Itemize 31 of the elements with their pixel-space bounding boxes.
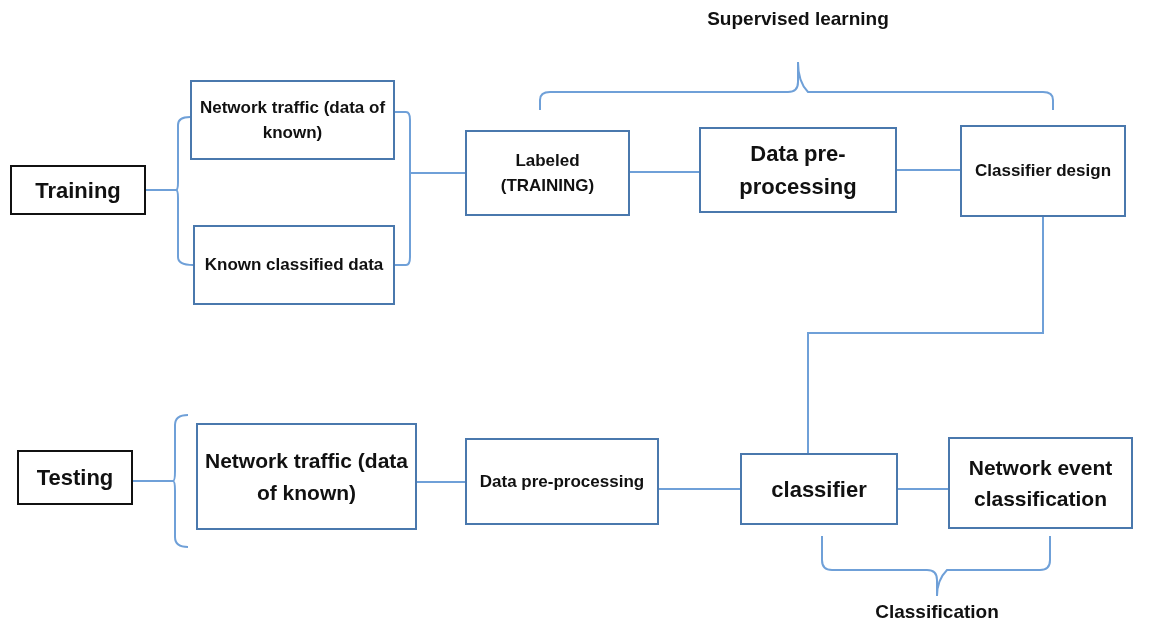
process-box bbox=[465, 438, 659, 525]
box-label: Training bbox=[35, 176, 121, 205]
connector-line bbox=[807, 216, 1044, 454]
process-box bbox=[740, 453, 898, 525]
box-label: Data pre-processing bbox=[479, 470, 645, 493]
box-label: Network event classification bbox=[967, 454, 1114, 512]
connector-line bbox=[658, 488, 741, 490]
process-box bbox=[196, 423, 417, 530]
process-box bbox=[193, 225, 395, 305]
box-label: Labeled (TRAINING) bbox=[499, 149, 596, 197]
process-box bbox=[699, 127, 897, 213]
bracket-label: Classification bbox=[875, 601, 999, 623]
connector-line bbox=[416, 481, 466, 483]
process-box bbox=[17, 450, 133, 505]
box-label: Testing bbox=[36, 464, 114, 492]
bracket-label: Supervised learning bbox=[707, 8, 889, 30]
connector-line bbox=[897, 488, 949, 490]
box-label: Data pre-processing bbox=[738, 140, 858, 201]
process-box bbox=[960, 125, 1126, 217]
box-label: Known classified data bbox=[204, 254, 384, 277]
box-label: Network traffic (data of known) bbox=[204, 448, 409, 506]
process-box bbox=[10, 165, 146, 215]
box-label: Network traffic (data of known) bbox=[198, 96, 387, 144]
process-box bbox=[190, 80, 395, 160]
box-label: Classifier design bbox=[974, 160, 1112, 183]
connector-line bbox=[896, 169, 961, 171]
connector-line bbox=[629, 171, 700, 173]
connector-line bbox=[132, 414, 189, 548]
box-label: classifier bbox=[771, 475, 867, 504]
process-box bbox=[948, 437, 1133, 529]
process-box bbox=[465, 130, 630, 216]
